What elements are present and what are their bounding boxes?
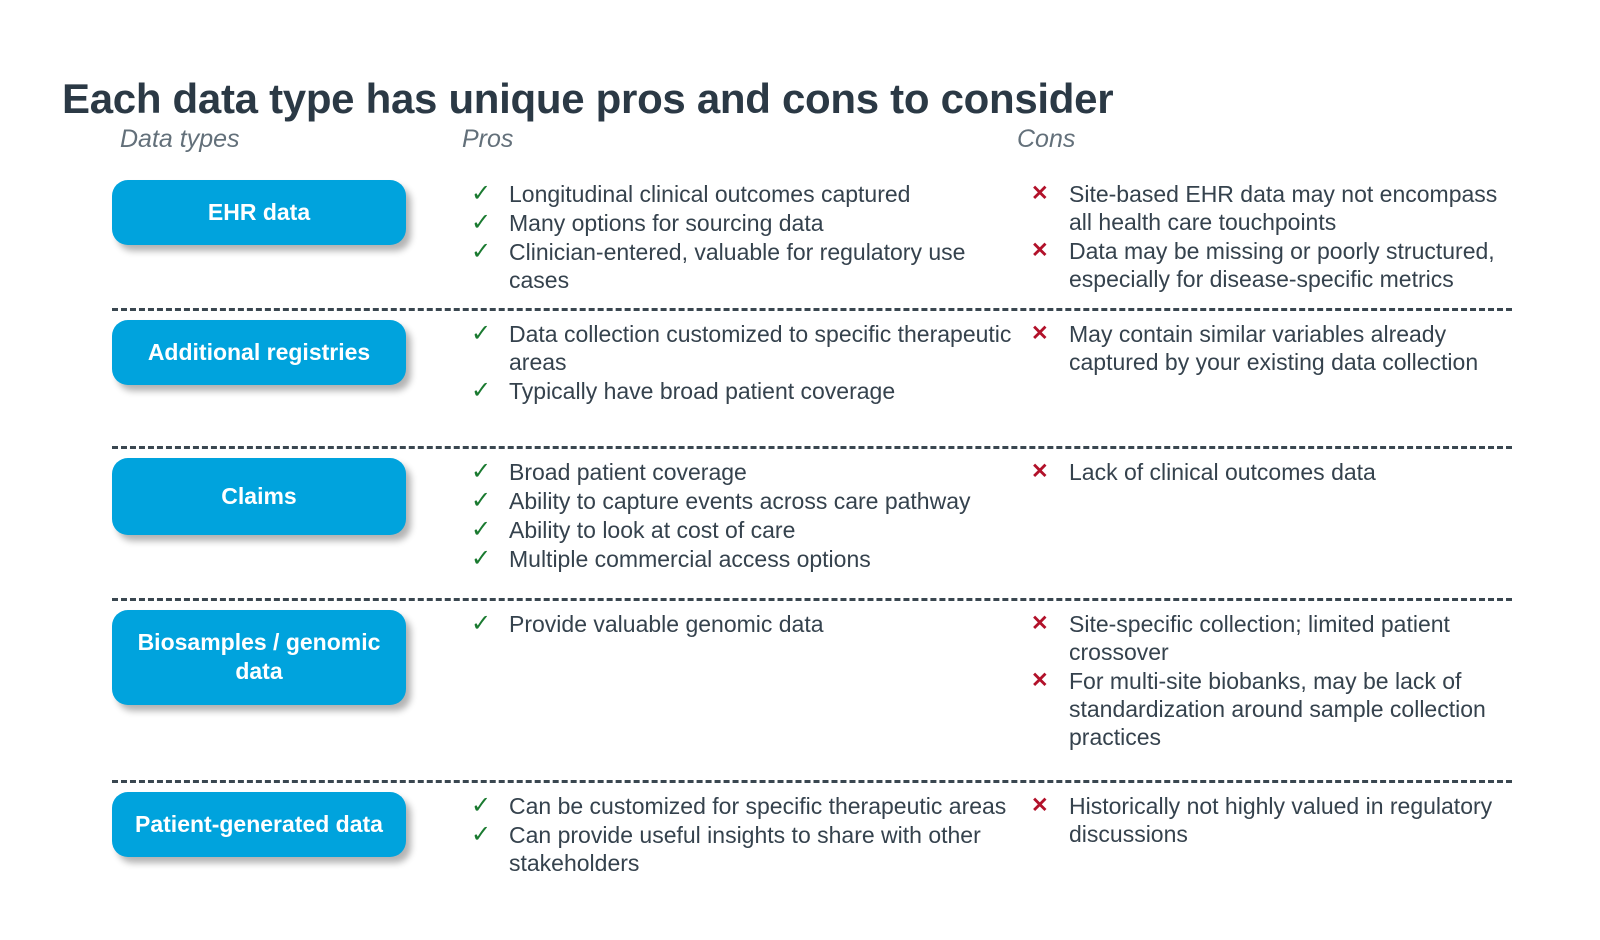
- check-icon: ✓: [471, 821, 492, 848]
- data-type-badge-biosamples-genomic-data[interactable]: Biosamples / genomic data: [112, 610, 406, 705]
- cons-cell: ✕ May contain similar variables already c…: [1017, 320, 1600, 376]
- cons-list: ✕ Site-based EHR data may not encompass a…: [1029, 180, 1512, 293]
- list-item-text: Multiple commercial access options: [509, 546, 871, 572]
- cons-list: ✕ May contain similar variables already c…: [1029, 320, 1512, 376]
- list-item-text: Typically have broad patient coverage: [509, 378, 896, 404]
- cross-icon: ✕: [1031, 612, 1049, 635]
- cons-list: ✕ Lack of clinical outcomes data: [1029, 458, 1512, 486]
- data-type-cell: Patient-generated data: [0, 792, 462, 858]
- cons-cell: ✕ Lack of clinical outcomes data: [1017, 458, 1600, 486]
- list-item: ✕ Lack of clinical outcomes data: [1029, 458, 1512, 486]
- list-item: ✓ Ability to capture events across care p…: [469, 487, 1017, 515]
- cross-icon: ✕: [1031, 182, 1049, 205]
- cons-cell: ✕ Site-based EHR data may not encompass a…: [1017, 180, 1600, 293]
- pros-cell: ✓ Provide valuable genomic data: [462, 610, 1017, 638]
- table-row: Patient-generated data ✓ Can be customize…: [0, 780, 1600, 940]
- list-item-text: Data collection customized to specific t…: [509, 321, 1012, 375]
- data-type-badge-claims[interactable]: Claims: [112, 458, 406, 536]
- list-item: ✓ Clinician-entered, valuable for regulat…: [469, 238, 1017, 294]
- cons-cell: ✕ Historically not highly valued in regul…: [1017, 792, 1600, 848]
- list-item-text: Can provide useful insights to share wit…: [509, 822, 981, 876]
- pros-cell: ✓ Broad patient coverage ✓ Ability to capt…: [462, 458, 1017, 573]
- list-item-text: Many options for sourcing data: [509, 210, 824, 236]
- list-item: ✕ May contain similar variables already c…: [1029, 320, 1512, 376]
- list-item: ✓ Ability to look at cost of care: [469, 516, 1017, 544]
- list-item: ✓ Many options for sourcing data: [469, 209, 1017, 237]
- list-item: ✓ Provide valuable genomic data: [469, 610, 1017, 638]
- pros-list: ✓ Data collection customized to specific …: [469, 320, 1017, 405]
- list-item: ✓ Typically have broad patient coverage: [469, 377, 1017, 405]
- list-item: ✓ Multiple commercial access options: [469, 545, 1017, 573]
- list-item-text: For multi-site biobanks, may be lack of …: [1069, 668, 1486, 750]
- list-item: ✕ For multi-site biobanks, may be lack of…: [1029, 667, 1512, 751]
- list-item-text: Data may be missing or poorly structured…: [1069, 238, 1495, 292]
- check-icon: ✓: [471, 792, 492, 819]
- list-item-text: Site-specific collection; limited patien…: [1069, 611, 1450, 665]
- table-row: Claims ✓ Broad patient coverage ✓ Ability …: [0, 446, 1600, 598]
- table-row: Biosamples / genomic data ✓ Provide valua…: [0, 598, 1600, 780]
- cons-list: ✕ Site-specific collection; limited patie…: [1029, 610, 1512, 751]
- list-item-text: Historically not highly valued in regula…: [1069, 793, 1493, 847]
- check-icon: ✓: [471, 377, 492, 404]
- pros-list: ✓ Can be customized for specific therapeu…: [469, 792, 1017, 877]
- data-type-cell: Biosamples / genomic data: [0, 610, 462, 705]
- table-row: Additional registries ✓ Data collection c…: [0, 308, 1600, 446]
- list-item: ✓ Can be customized for specific therapeu…: [469, 792, 1017, 820]
- cons-list: ✕ Historically not highly valued in regul…: [1029, 792, 1512, 848]
- data-type-badge-ehr-data[interactable]: EHR data: [112, 180, 406, 246]
- list-item: ✕ Site-based EHR data may not encompass a…: [1029, 180, 1512, 236]
- check-icon: ✓: [471, 209, 492, 236]
- cross-icon: ✕: [1031, 669, 1049, 692]
- check-icon: ✓: [471, 545, 492, 572]
- list-item: ✕ Data may be missing or poorly structure…: [1029, 237, 1512, 293]
- list-item-text: Lack of clinical outcomes data: [1069, 459, 1376, 485]
- list-item: ✓ Broad patient coverage: [469, 458, 1017, 486]
- data-type-cell: EHR data: [0, 180, 462, 246]
- data-type-badge-additional-registries[interactable]: Additional registries: [112, 320, 406, 386]
- check-icon: ✓: [471, 458, 492, 485]
- column-header-pros: Pros: [462, 125, 514, 153]
- pros-cell: ✓ Data collection customized to specific …: [462, 320, 1017, 405]
- pros-cell: ✓ Longitudinal clinical outcomes captured…: [462, 180, 1017, 294]
- pros-list: ✓ Broad patient coverage ✓ Ability to capt…: [469, 458, 1017, 573]
- page-title: Each data type has unique pros and cons …: [62, 75, 1114, 123]
- data-type-badge-patient-generated-data[interactable]: Patient-generated data: [112, 792, 406, 858]
- check-icon: ✓: [471, 610, 492, 637]
- pros-list: ✓ Provide valuable genomic data: [469, 610, 1017, 638]
- check-icon: ✓: [471, 238, 492, 265]
- list-item-text: Ability to look at cost of care: [509, 517, 796, 543]
- check-icon: ✓: [471, 516, 492, 543]
- list-item-text: Ability to capture events across care pa…: [509, 488, 971, 514]
- list-item: ✕ Historically not highly valued in regul…: [1029, 792, 1512, 848]
- list-item: ✓ Data collection customized to specific …: [469, 320, 1017, 376]
- cons-cell: ✕ Site-specific collection; limited patie…: [1017, 610, 1600, 751]
- list-item: ✕ Site-specific collection; limited patie…: [1029, 610, 1512, 666]
- pros-list: ✓ Longitudinal clinical outcomes captured…: [469, 180, 1017, 294]
- list-item-text: Provide valuable genomic data: [509, 611, 824, 637]
- data-type-comparison-table: EHR data ✓ Longitudinal clinical outcomes…: [0, 170, 1600, 940]
- data-type-cell: Claims: [0, 458, 462, 536]
- list-item-text: Clinician-entered, valuable for regulato…: [509, 239, 966, 293]
- cross-icon: ✕: [1031, 794, 1049, 817]
- cross-icon: ✕: [1031, 460, 1049, 483]
- list-item-text: Can be customized for specific therapeut…: [509, 793, 1007, 819]
- list-item-text: Longitudinal clinical outcomes captured: [509, 181, 911, 207]
- table-row: EHR data ✓ Longitudinal clinical outcomes…: [0, 170, 1600, 308]
- pros-cell: ✓ Can be customized for specific therapeu…: [462, 792, 1017, 877]
- cross-icon: ✕: [1031, 322, 1049, 345]
- list-item: ✓ Longitudinal clinical outcomes captured: [469, 180, 1017, 208]
- check-icon: ✓: [471, 487, 492, 514]
- column-header-cons: Cons: [1017, 125, 1076, 153]
- list-item-text: Site-based EHR data may not encompass al…: [1069, 181, 1498, 235]
- check-icon: ✓: [471, 320, 492, 347]
- cross-icon: ✕: [1031, 239, 1049, 262]
- list-item: ✓ Can provide useful insights to share wi…: [469, 821, 1017, 877]
- list-item-text: May contain similar variables already ca…: [1069, 321, 1479, 375]
- check-icon: ✓: [471, 180, 492, 207]
- column-header-data-types: Data types: [120, 125, 240, 153]
- data-type-cell: Additional registries: [0, 320, 462, 386]
- list-item-text: Broad patient coverage: [509, 459, 747, 485]
